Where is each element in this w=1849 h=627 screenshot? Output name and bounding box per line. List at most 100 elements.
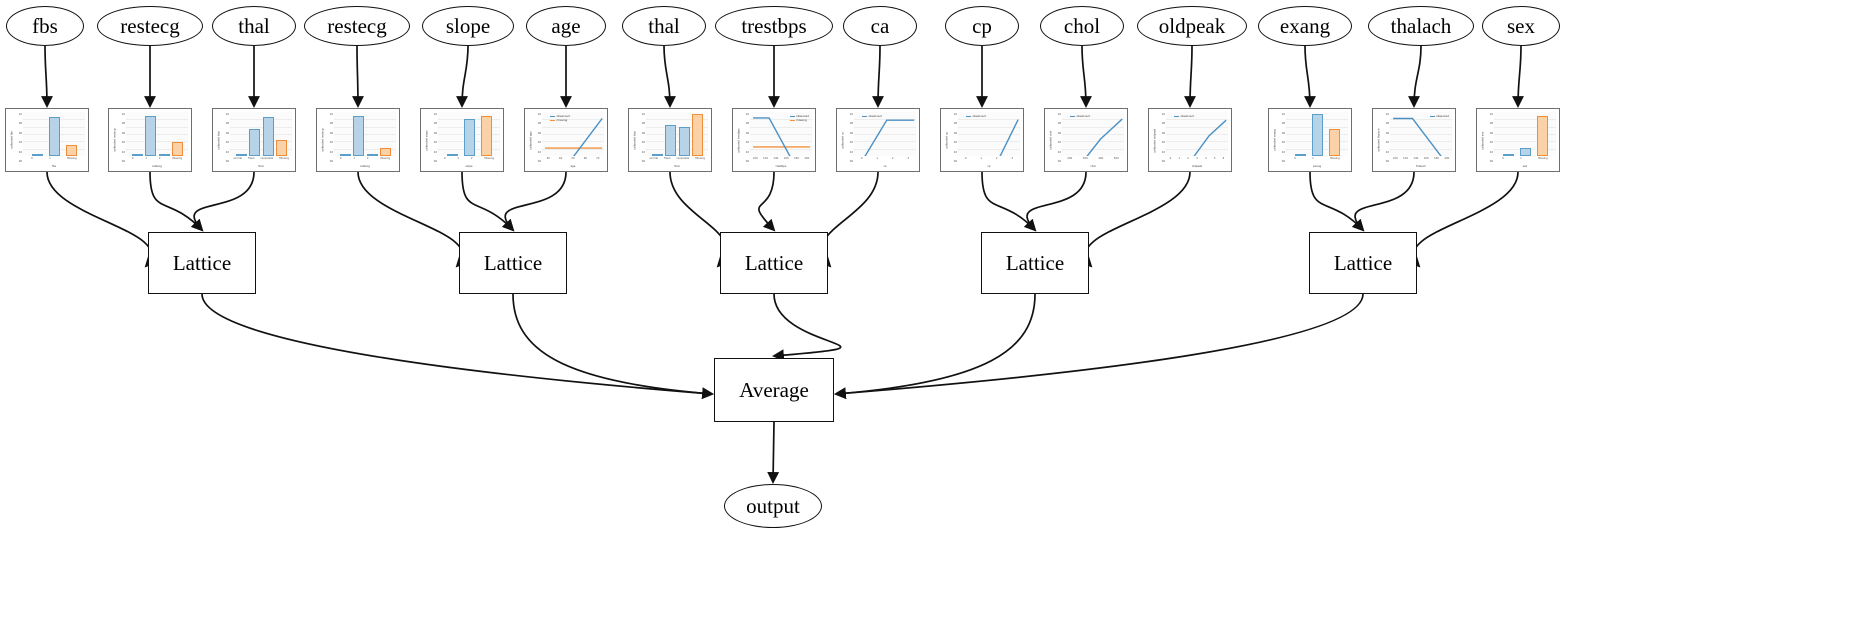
gridline [854,134,916,135]
y-tick: 02 [1385,150,1389,154]
input-node-trestbps[interactable]: trestbps [715,6,833,46]
x-tick: Missing [67,157,77,160]
input-node-label: thal [238,13,270,38]
y-tick: 04 [537,141,541,145]
input-node-chol[interactable]: chol [1040,6,1124,46]
input-node-age[interactable]: age [526,6,606,46]
y-tick: 08 [1057,122,1061,126]
x-tick: 0 [131,157,134,160]
y-tick: 08 [641,122,645,126]
input-node-thalach[interactable]: thalach [1368,6,1474,46]
y-tick: 00 [1281,159,1285,163]
gridline [126,134,188,135]
input-node-slope[interactable]: slope [422,6,514,46]
edge-calibrator-age-to-lattice [501,171,567,232]
output-node[interactable]: output [724,484,822,528]
gridline [126,126,188,128]
gridline [1494,134,1556,135]
edge-calibrator-sex-to-lattice [1407,171,1519,268]
y-tick: 02 [849,150,853,154]
calibrator-xlabel: cp [987,165,991,168]
lattice-node-1[interactable]: Lattice [459,232,567,294]
legend-label: observed [1076,114,1090,118]
y-tick: 10 [1281,113,1285,116]
bar-orange [276,140,288,156]
gridline [1062,141,1124,143]
gridline [854,141,916,143]
average-node[interactable]: Average [714,358,834,422]
x-tick: 1 [1178,157,1181,160]
bar-orange [380,148,392,156]
input-node-fbs[interactable]: fbs [6,6,84,46]
x-tick: 140 [1413,157,1419,160]
input-node-oldpeak[interactable]: oldpeak [1137,6,1247,46]
calibrator-plot-area [23,112,85,156]
output-label: output [746,493,800,518]
gridline [750,148,812,150]
calibrator-xlabel: ca [883,165,887,168]
y-tick: 06 [641,131,645,135]
x-tick: 60 [583,157,588,160]
y-tick: 06 [849,131,853,135]
calibrator-xlabel: exang [1313,165,1321,168]
gridline [854,148,916,150]
lattice-node-4[interactable]: Lattice [1309,232,1417,294]
gridline [1166,126,1228,128]
input-node-restecg1[interactable]: restecg [97,6,203,46]
input-node-thal2[interactable]: thal [622,6,706,46]
input-node-restecg2[interactable]: restecg [304,6,410,46]
edge-exang-to-calibrator [1304,45,1316,108]
calibrator-plot-area [334,112,396,156]
y-tick: 08 [1281,122,1285,126]
x-tick: 400 [1098,157,1104,160]
input-node-ca[interactable]: ca [843,6,917,46]
input-node-exang[interactable]: exang [1258,6,1352,46]
line-series [854,112,916,156]
calibrator-xlabel: age [570,165,576,168]
lattice-node-0[interactable]: Lattice [148,232,256,294]
y-tick: 10 [433,113,437,116]
calibrator-xlabel: fbs [52,165,56,168]
x-tick: 0 [1169,157,1172,160]
bar-orange [1536,115,1548,156]
bar-blue [652,154,664,156]
line-series [1166,112,1228,156]
lattice-node-2[interactable]: Lattice [720,232,828,294]
input-node-cp[interactable]: cp [945,6,1019,46]
lattice-node-3[interactable]: Lattice [981,232,1089,294]
y-tick: 00 [121,159,125,163]
bar-orange [480,115,492,156]
edge-calibrator-cp-to-lattice [981,171,1037,232]
input-node-sex[interactable]: sex [1482,6,1560,46]
legend-line-icon [1429,115,1435,117]
y-tick: 00 [18,159,22,163]
y-tick: 06 [329,131,333,135]
y-tick: 04 [1385,141,1389,145]
gridline [854,126,916,128]
y-tick: 08 [745,122,749,126]
input-node-thal1[interactable]: thal [212,6,296,46]
edge-slope-to-calibrator [456,45,469,108]
y-tick: 02 [18,150,22,154]
